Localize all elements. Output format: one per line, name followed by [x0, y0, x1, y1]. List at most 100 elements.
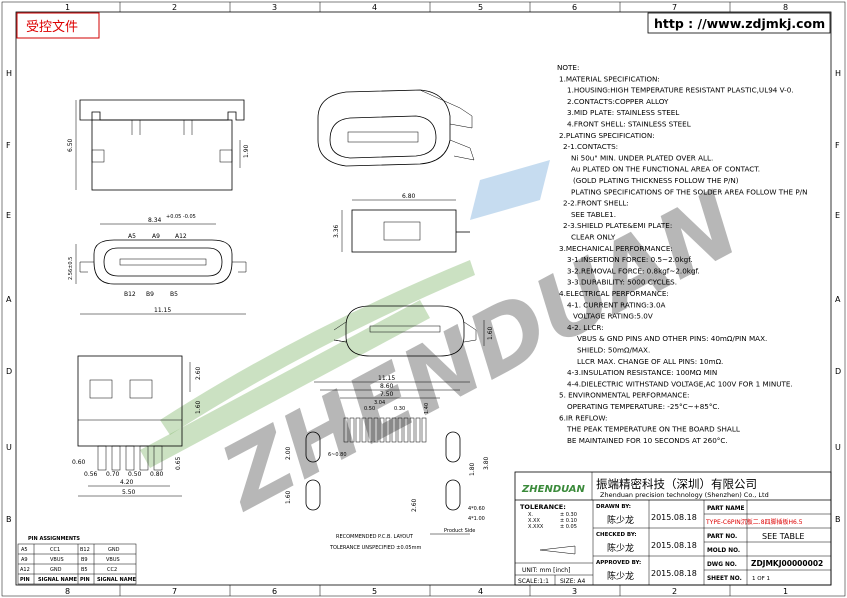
- pcb-dim-260: 2.60: [411, 498, 418, 512]
- side-view: 2.60 1.60 0.60 0.56 0.70 0.50 0.80 0.65 …: [72, 355, 202, 497]
- pcb-dim-1115: 11.15: [378, 375, 395, 382]
- note-line: SEE TABLE1.: [571, 210, 616, 219]
- note-line: 4.ELECTRICAL PERFORMANCE:: [559, 289, 669, 298]
- tol-x: X.: [528, 512, 533, 518]
- side-dim-065: 0.65: [175, 456, 182, 470]
- note-line: Au PLATED ON THE FUNCTIONAL AREA OF CONT…: [571, 165, 760, 174]
- left-grid-a: A: [6, 295, 12, 304]
- left-grid-b: B: [6, 515, 12, 524]
- pin-cell-1-2: B9: [81, 557, 88, 563]
- approved-by-name: 陈少龙: [607, 570, 634, 582]
- pcb-tolerance: TOLERANCE UNSPECIFIED ±0.05mm: [329, 545, 421, 551]
- pin-cell-0-3: GND: [108, 547, 120, 553]
- pcb-dim-030: 0.30: [394, 406, 405, 412]
- tol-v1: ± 0.30: [560, 512, 577, 518]
- mold-no-label: MOLD NO.: [707, 548, 740, 554]
- pin-cell-1-3: VBUS: [106, 557, 120, 563]
- bottom-grid-1: 1: [783, 587, 788, 596]
- isometric-view: [317, 89, 475, 167]
- side-dim-070: 0.70: [106, 471, 120, 478]
- side-dim-160: 1.60: [195, 400, 202, 414]
- note-line: 2.CONTACTS:COPPER ALLOY: [567, 97, 669, 106]
- side-dim-550: 5.50: [122, 489, 136, 496]
- pin-cell-3-1: SIGNAL NAME: [38, 577, 78, 583]
- pcb-dim-380: 3.80: [483, 456, 490, 470]
- pin-label-a5: A5: [128, 233, 136, 240]
- note-line: 3.MECHANICAL PERFORMANCE:: [559, 244, 673, 253]
- tolerance-label: TOLERANCE:: [520, 503, 566, 511]
- top-grid-4: 4: [372, 3, 377, 12]
- front-rounded-view: 1.60: [333, 305, 494, 357]
- right-grid-h: H: [835, 69, 841, 78]
- tol-v3: ± 0.05: [560, 524, 577, 530]
- note-line: 4.FRONT SHELL: STAINLESS STEEL: [567, 120, 691, 129]
- note-line: (GOLD PLATING THICKNESS FOLLOW THE P/N): [573, 176, 739, 185]
- right-grid-f: F: [835, 141, 840, 150]
- note-line: LLCR MAX. CHANGE OF ALL PINS: 10mΩ.: [577, 357, 723, 366]
- pin-cell-3-2: PIN: [80, 577, 90, 583]
- left-grid-h: H: [6, 69, 12, 78]
- top-grid-6: 6: [572, 3, 577, 12]
- note-line: SHIELD: 50mΩ/MAX.: [577, 346, 650, 355]
- top-grid-1: 1: [65, 3, 70, 12]
- pcb-dim-304: 3.04: [374, 400, 385, 406]
- note-line: OPERATING TEMPERATURE: -25°C~+85°C.: [567, 402, 720, 411]
- right-side-view: 6.80 3.36: [333, 193, 470, 253]
- pcb-dim-860: 8.60: [380, 383, 394, 390]
- pcb-dim-160: 1.60: [285, 490, 292, 504]
- note-line: BE MAINTAINED FOR 10 SECONDS AT 260°C.: [567, 436, 728, 445]
- pin-label-a9: A9: [152, 233, 160, 240]
- inner-frame: [15, 11, 832, 586]
- dim-height-336: 3.36: [333, 224, 340, 238]
- sheet-no-value: 1 OF 1: [752, 576, 770, 582]
- pin-label-b12: B12: [124, 291, 136, 298]
- part-no-value: SEE TABLE: [762, 532, 804, 541]
- company-name-en: Zhenduan precision technology (Shenzhen)…: [600, 491, 769, 499]
- company-url: http : //www.zdjmkj.com: [654, 16, 825, 31]
- note-line: 1.HOUSING:HIGH TEMPERATURE RESISTANT PLA…: [567, 86, 794, 95]
- company-name-cn: 振端精密科技（深圳）有限公司: [596, 477, 757, 491]
- pin-label-b9: B9: [146, 291, 154, 298]
- pin-cell-2-1: GND: [50, 567, 62, 573]
- right-grid-b: B: [835, 515, 841, 524]
- left-grid-u: U: [6, 443, 12, 452]
- pin-cell-1-1: VBUS: [50, 557, 64, 563]
- left-grid-f: F: [6, 141, 11, 150]
- pin-table-title: PIN ASSIGNMENTS: [28, 536, 80, 542]
- note-line: VOLTAGE RATING:5.0V: [573, 312, 653, 321]
- dim-height-190: 1.90: [243, 144, 250, 158]
- side-dim-420: 4.20: [120, 479, 134, 486]
- sheet-no-label: SHEET NO.: [707, 576, 742, 582]
- right-grid-d: D: [835, 367, 841, 376]
- drawn-by-name: 陈少龙: [607, 514, 634, 526]
- scale-label: SCALE:1:1: [518, 578, 549, 585]
- dim-width-834: 8.34: [148, 217, 162, 224]
- pin-label-a12: A12: [175, 233, 187, 240]
- checked-by-label: CHECKED BY:: [596, 532, 637, 538]
- front-elevation-view: 6.50 1.90: [67, 99, 250, 191]
- bottom-grid-4: 4: [478, 587, 483, 596]
- notes-block: NOTE:1.MATERIAL SPECIFICATION:1.HOUSING:…: [557, 63, 807, 445]
- pcb-dim-140: 1.40: [424, 403, 430, 414]
- note-line: CLEAR ONLY: [571, 233, 616, 242]
- note-line: 2.PLATING SPECIFICATION:: [559, 131, 655, 140]
- left-grid-e: E: [6, 211, 11, 220]
- drawn-by-label: DRAWN BY:: [596, 504, 631, 510]
- side-dim-260: 2.60: [195, 366, 202, 380]
- part-name-label: PART NAME: [707, 506, 744, 512]
- unit-label: UNIT: mm [inch]: [522, 567, 570, 574]
- note-line: 3-2.REMOVAL FORCE: 0.8kgf~2.0kgf.: [567, 266, 700, 275]
- pin-cell-3-3: SIGNAL NAME: [97, 577, 137, 583]
- note-line: 2-2.FRONT SHELL:: [563, 199, 629, 208]
- pcb-layout-view: 11.15 8.60 7.50 3.04 0.50 0.30 1.40 2.00…: [285, 375, 490, 551]
- top-grid-3: 3: [272, 3, 277, 12]
- top-grid-5: 5: [478, 3, 483, 12]
- note-line: 4-4.DIELECTRIC WITHSTAND VOLTAGE,AC 100V…: [567, 379, 793, 388]
- bottom-grid-3: 3: [572, 587, 577, 596]
- part-name-value: TYPE-C6PIN沉板二.8四脚插板H6.5: [705, 518, 803, 526]
- side-dim-050: 0.50: [128, 471, 142, 478]
- pin-cell-3-0: PIN: [20, 577, 30, 583]
- title-block: ZHENDUAN 振端精密科技（深圳）有限公司 Zhenduan precisi…: [514, 471, 832, 586]
- dwg-no-value: ZDJMKJ00000002: [751, 559, 823, 568]
- drawn-date: 2015.08.18: [651, 513, 697, 522]
